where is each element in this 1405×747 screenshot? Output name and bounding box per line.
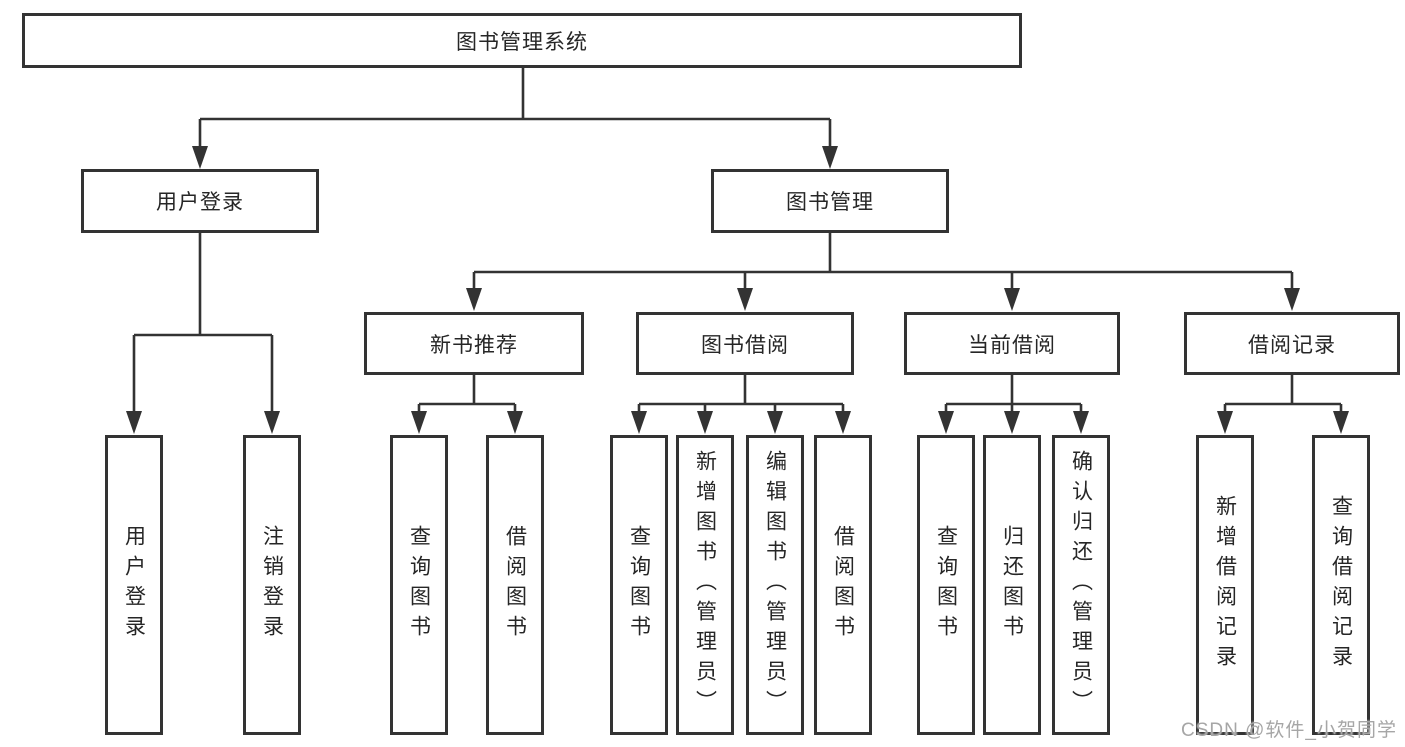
edge-book-borrow-to-children — [631, 375, 851, 434]
leaf-query-books-borrow: 查询图书 — [610, 435, 668, 735]
arrowhead — [507, 411, 523, 434]
arrowhead — [466, 288, 482, 311]
leaf-add-borrow-record: 新增借阅记录 — [1196, 435, 1254, 735]
node-new-book-recommend: 新书推荐 — [364, 312, 584, 375]
edge-borrow-records-to-children — [1217, 375, 1349, 434]
node-current-borrow: 当前借阅 — [904, 312, 1120, 375]
leaf-user-login: 用户登录 — [105, 435, 163, 735]
leaf-query-borrow-record: 查询借阅记录 — [1312, 435, 1370, 735]
arrowhead — [697, 411, 713, 434]
node-label: 用户登录 — [122, 525, 146, 645]
node-root: 图书管理系统 — [22, 13, 1022, 68]
node-label: 注销登录 — [260, 525, 284, 645]
arrowhead — [192, 146, 208, 169]
arrowhead — [1284, 288, 1300, 311]
leaf-borrow-books: 借阅图书 — [814, 435, 872, 735]
node-label: 查询图书 — [934, 525, 958, 645]
arrowhead — [1217, 411, 1233, 434]
node-label: 查询借阅记录 — [1329, 495, 1353, 675]
leaf-query-books-recommend: 查询图书 — [390, 435, 448, 735]
node-label: 新增借阅记录 — [1213, 495, 1237, 675]
node-label: 查询图书 — [407, 525, 431, 645]
node-label: 确认归还（管理员） — [1069, 450, 1093, 720]
arrowhead — [1004, 288, 1020, 311]
node-label: 新增图书（管理员） — [693, 450, 717, 720]
arrowhead — [1004, 411, 1020, 434]
edge-user-login-to-children — [126, 233, 280, 434]
edge-root-to-level2 — [192, 68, 838, 169]
node-label: 借阅图书 — [503, 525, 527, 645]
arrowhead — [938, 411, 954, 434]
arrowhead — [767, 411, 783, 434]
leaf-add-book-admin: 新增图书（管理员） — [676, 435, 734, 735]
leaf-borrow-books-recommend: 借阅图书 — [486, 435, 544, 735]
arrowhead — [631, 411, 647, 434]
node-label: 编辑图书（管理员） — [763, 450, 787, 720]
leaf-confirm-return-admin: 确认归还（管理员） — [1052, 435, 1110, 735]
edge-book-management-to-level3 — [466, 233, 1300, 311]
arrowhead — [737, 288, 753, 311]
node-user-login: 用户登录 — [81, 169, 319, 233]
leaf-return-book: 归还图书 — [983, 435, 1041, 735]
leaf-query-books-current: 查询图书 — [917, 435, 975, 735]
node-book-borrow: 图书借阅 — [636, 312, 854, 375]
arrowhead — [1073, 411, 1089, 434]
arrowhead — [835, 411, 851, 434]
node-label: 归还图书 — [1000, 525, 1024, 645]
arrowhead — [411, 411, 427, 434]
csdn-watermark: CSDN @软件_小贺同学 — [1181, 720, 1397, 741]
arrowhead — [264, 411, 280, 434]
leaf-logout: 注销登录 — [243, 435, 301, 735]
node-label: 查询图书 — [627, 525, 651, 645]
node-label: 借阅图书 — [831, 525, 855, 645]
node-book-management: 图书管理 — [711, 169, 949, 233]
arrowhead — [822, 146, 838, 169]
edge-new-book-recommend-to-children — [411, 375, 523, 434]
node-borrow-records: 借阅记录 — [1184, 312, 1400, 375]
arrowhead — [1333, 411, 1349, 434]
arrowhead — [126, 411, 142, 434]
edge-current-borrow-to-children — [938, 375, 1089, 434]
leaf-edit-book-admin: 编辑图书（管理员） — [746, 435, 804, 735]
